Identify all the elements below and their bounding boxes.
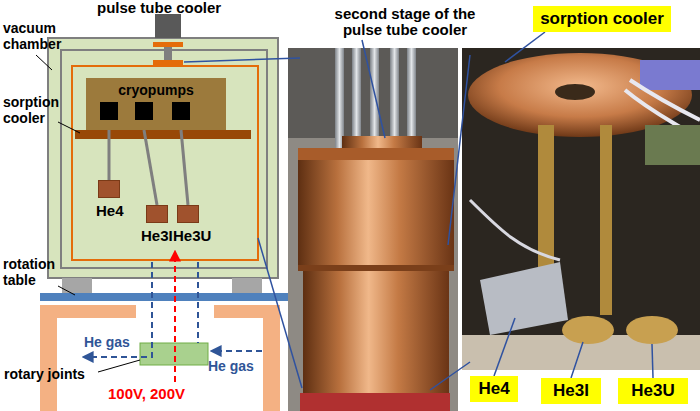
gas-line <box>197 262 199 343</box>
leader-line <box>36 55 52 70</box>
stand-leg <box>40 318 57 411</box>
tag-text: He3I <box>553 381 589 401</box>
steel-rod <box>370 48 379 148</box>
second-stage-plate <box>153 60 183 65</box>
leader-line <box>652 344 653 378</box>
steel-rod <box>352 48 361 148</box>
cold-shield <box>72 66 258 260</box>
power-line <box>174 252 176 382</box>
second-stage-flange <box>342 136 422 148</box>
leader-line <box>58 286 75 295</box>
cryopump-symbol <box>100 102 118 120</box>
part-label: He gas <box>208 358 254 374</box>
radiation-shield <box>61 50 267 268</box>
leader-line <box>505 32 545 62</box>
highlight-tag: He4 <box>470 376 518 402</box>
cable-bundle <box>640 60 700 90</box>
leader-line <box>448 55 470 245</box>
cryopump-block <box>86 78 226 130</box>
he4-stage <box>480 262 568 335</box>
leader-line <box>184 58 300 62</box>
pump-rod <box>144 130 157 205</box>
steel-rod <box>407 48 416 148</box>
part-label: pulse tube cooler <box>97 0 221 16</box>
tag-text: He3U <box>631 381 674 401</box>
leader-line <box>362 40 385 138</box>
part-label: second stage of the pulse tube cooler <box>325 6 485 38</box>
pulse-tube-rod <box>164 47 172 60</box>
stand-beam <box>40 305 136 318</box>
highlight-tag: He3U <box>618 378 688 404</box>
pump-rod <box>108 130 111 180</box>
copper-shield <box>303 271 449 393</box>
steel-rod <box>390 48 399 148</box>
node-label: He3U <box>173 227 211 244</box>
gas-line <box>84 262 152 357</box>
leader-line <box>494 318 515 376</box>
copper-flange <box>298 148 454 160</box>
gas-line <box>212 350 262 352</box>
tag-text: sorption cooler <box>540 9 664 29</box>
pulse-tube-head <box>155 14 181 38</box>
support-post <box>600 125 612 315</box>
cryopump-symbol <box>172 102 190 120</box>
part-label: He gas <box>84 334 130 350</box>
photo-background <box>288 48 458 411</box>
part-label: sorption cooler <box>3 94 69 126</box>
first-stage-plate <box>153 42 183 47</box>
stage-box: He3I <box>146 205 168 223</box>
stage-box: He3U <box>177 205 199 223</box>
vacuum-chamber <box>48 38 278 278</box>
part-label: rotary joints <box>4 366 85 382</box>
leader-line <box>571 342 583 378</box>
steel-rod <box>335 48 344 148</box>
node-label: He4 <box>96 202 124 219</box>
photo-background <box>462 48 700 370</box>
highlight-tag: sorption cooler <box>533 6 671 32</box>
stand-beam <box>214 305 280 318</box>
cryopump-symbol <box>135 102 153 120</box>
part-label: 100V, 200V <box>108 386 185 402</box>
he3i-stage <box>562 316 614 344</box>
plate-hole <box>555 84 595 100</box>
leader-line <box>258 238 302 388</box>
leader-line <box>430 362 470 390</box>
copper-rim <box>298 265 454 271</box>
part-label: vacuum chamber <box>3 20 69 52</box>
leader-line <box>98 360 140 372</box>
cryopump-box: cryopumps <box>86 78 226 130</box>
tag-text: He4 <box>478 379 509 399</box>
stand-leg <box>263 318 280 411</box>
leader-line <box>58 122 80 133</box>
rotation-table <box>40 293 292 301</box>
support-foot <box>232 278 262 293</box>
copper-shield <box>298 160 454 268</box>
part-label: rotation table <box>3 256 69 288</box>
pump-rod <box>181 130 188 205</box>
sorption-plate <box>75 130 251 139</box>
stage-box: He4 <box>98 180 120 198</box>
cable <box>470 200 560 260</box>
circuit-board <box>645 125 700 165</box>
photo-base <box>300 393 450 411</box>
he3u-stage <box>626 316 678 344</box>
highlight-tag: He3I <box>541 378 601 404</box>
node-label: He3I <box>141 227 173 244</box>
node-label: cryopumps <box>86 82 226 98</box>
